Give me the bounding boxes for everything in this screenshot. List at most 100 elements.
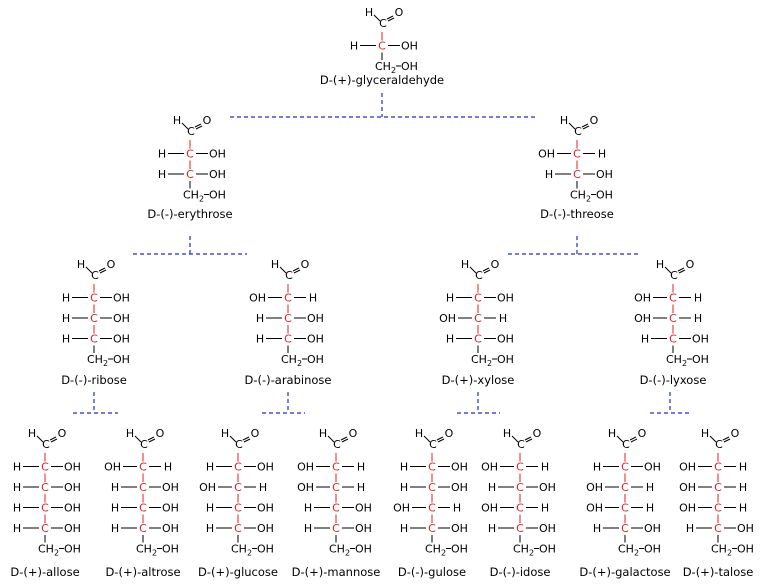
bond-c-o-1 (629, 436, 637, 441)
chiral-carbon: C (573, 168, 581, 181)
molecule-name-gulose: D-(-)-gulose (398, 565, 466, 579)
bond-c-o-2 (293, 269, 301, 274)
aldehyde-hydrogen: H (271, 258, 279, 271)
chiral-carbon: C (428, 461, 436, 474)
ch2-label: CH (570, 189, 586, 202)
aldehyde-hydrogen: H (701, 427, 709, 440)
chiral-carbon: C (474, 312, 482, 325)
right-hydrogen: H (357, 461, 365, 474)
aldehyde-hydrogen: H (28, 427, 36, 440)
chiral-carbon: C (139, 461, 147, 474)
left-hydroxyl: OH (679, 481, 696, 494)
bond-h-c (279, 266, 287, 274)
ch2-label: CH (666, 353, 682, 366)
chiral-carbon: C (139, 522, 147, 535)
left-hydrogen: H (400, 522, 408, 535)
left-hydrogen: H (111, 481, 119, 494)
aldehyde-carbon: C (91, 269, 99, 282)
ch2-label: CH (136, 543, 152, 556)
left-hydrogen: H (62, 333, 70, 346)
aldehyde-oxygen: O (203, 114, 212, 127)
aldehyde-oxygen: O (251, 427, 260, 440)
left-hydroxyl: OH (104, 461, 121, 474)
subscript-2: 2 (682, 359, 687, 368)
left-hydrogen: H (350, 40, 358, 53)
molecule-name-glyceraldehyde: D-(+)-glyceraldehyde (320, 73, 444, 87)
subscript-2: 2 (103, 359, 108, 368)
right-hydroxyl: OH (497, 292, 514, 305)
right-hydroxyl: OH (162, 522, 179, 535)
terminal-hydroxyl: OH (539, 543, 556, 556)
right-hydroxyl: OH (451, 461, 468, 474)
right-hydroxyl: OH (113, 312, 130, 325)
terminal-hydroxyl: OH (497, 353, 514, 366)
chiral-carbon: C (474, 292, 482, 305)
chiral-carbon: C (714, 502, 722, 515)
ch2-label: CH (425, 543, 441, 556)
chiral-carbon: C (90, 292, 98, 305)
subscript-2: 2 (727, 549, 732, 558)
left-hydrogen: H (206, 461, 214, 474)
aldehyde-oxygen: O (731, 427, 740, 440)
molecule-name-talose: D-(+)-talose (683, 565, 754, 579)
terminal-hydroxyl: OH (644, 543, 661, 556)
bond-h-c (36, 435, 44, 443)
chiral-carbon: C (516, 502, 524, 515)
right-hydroxyl: OH (596, 168, 613, 181)
aldehyde-carbon: C (285, 269, 293, 282)
aldehyde-oxygen: O (686, 258, 695, 271)
terminal-hydroxyl: OH (162, 543, 179, 556)
chiral-carbon: C (621, 481, 629, 494)
left-hydrogen: H (111, 502, 119, 515)
bond-c-o-2 (678, 269, 686, 274)
bond-c-o-2 (582, 125, 590, 130)
left-hydrogen: H (641, 333, 649, 346)
ch2-label: CH (513, 543, 529, 556)
ch2-label: CH (471, 353, 487, 366)
bond-c-o-1 (386, 15, 394, 20)
right-hydroxyl: OH (644, 522, 661, 535)
bond-c-o-1 (147, 436, 155, 441)
chiral-carbon: C (41, 522, 49, 535)
ch2-label: CH (375, 60, 391, 73)
bond-h-c (327, 435, 335, 443)
bond-h-c (709, 435, 717, 443)
subscript-2: 2 (441, 549, 446, 558)
right-hydrogen: H (259, 481, 267, 494)
right-hydrogen: H (598, 148, 606, 161)
left-hydrogen: H (13, 502, 21, 515)
right-hydrogen: H (739, 502, 747, 515)
aldehyde-carbon: C (140, 438, 148, 451)
chiral-carbon: C (90, 333, 98, 346)
left-hydrogen: H (256, 312, 264, 325)
chiral-carbon: C (332, 502, 340, 515)
